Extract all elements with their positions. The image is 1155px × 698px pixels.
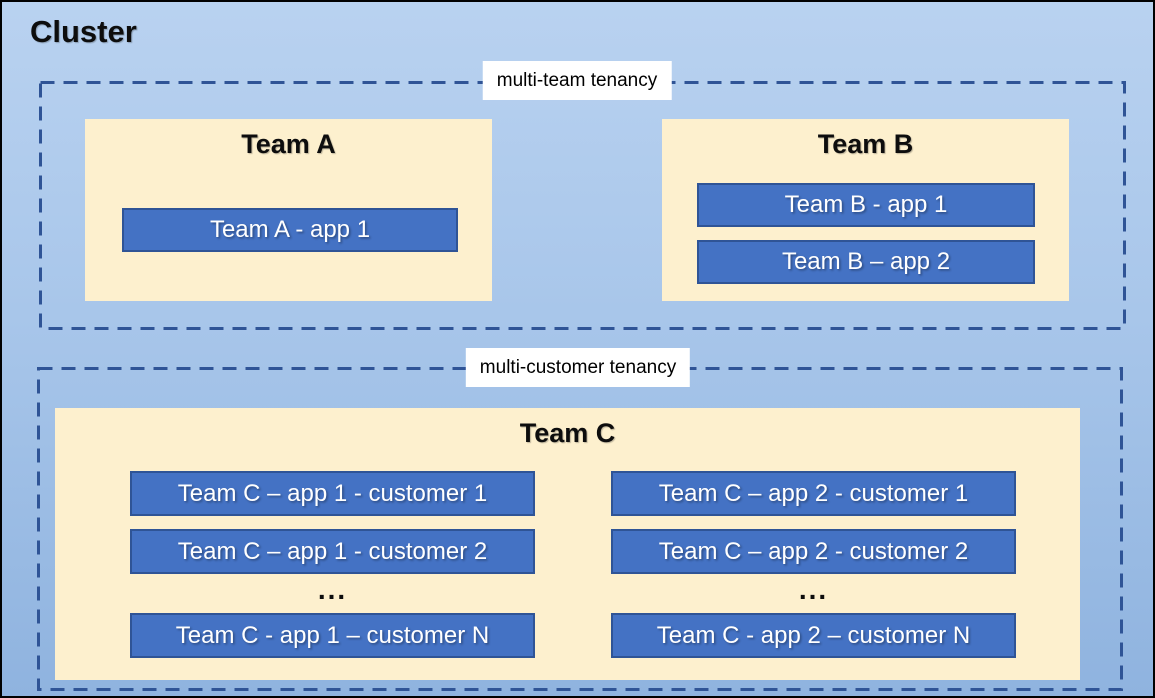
- team-c-app2-customer2-box: Team C – app 2 - customer 2: [611, 529, 1016, 574]
- team-c-app1-customer2-box: Team C – app 1 - customer 2: [130, 529, 535, 574]
- multi-customer-tenancy-label: multi-customer tenancy: [465, 348, 691, 387]
- team-b-app-1-box: Team B - app 1: [697, 183, 1035, 227]
- team-c-title: Team C: [519, 418, 616, 448]
- multi-team-tenancy-label: multi-team tenancy: [482, 61, 672, 100]
- team-c-app2-customerN-box: Team C - app 2 – customer N: [611, 613, 1016, 658]
- team-c-app1-customer1-box: Team C – app 1 - customer 1: [130, 471, 535, 516]
- team-c-app1-customerN-box: Team C - app 1 – customer N: [130, 613, 535, 658]
- team-c-app2-customer1-box: Team C – app 2 - customer 1: [611, 471, 1016, 516]
- team-c-app1-ellipsis: ...: [317, 574, 348, 605]
- team-a-title: Team A: [241, 129, 336, 159]
- cluster-title: Cluster: [30, 14, 137, 49]
- team-b-box: Team B Team B - app 1 Team B – app 2: [662, 119, 1069, 301]
- team-c-app2-ellipsis: ...: [798, 574, 829, 605]
- team-c-box: Team C Team C – app 1 - customer 1 Team …: [55, 408, 1080, 680]
- team-a-box: Team A Team A - app 1: [85, 119, 492, 301]
- team-a-app-1-box: Team A - app 1: [122, 208, 458, 252]
- team-b-title: Team B: [817, 129, 914, 159]
- team-b-app-2-box: Team B – app 2: [697, 240, 1035, 284]
